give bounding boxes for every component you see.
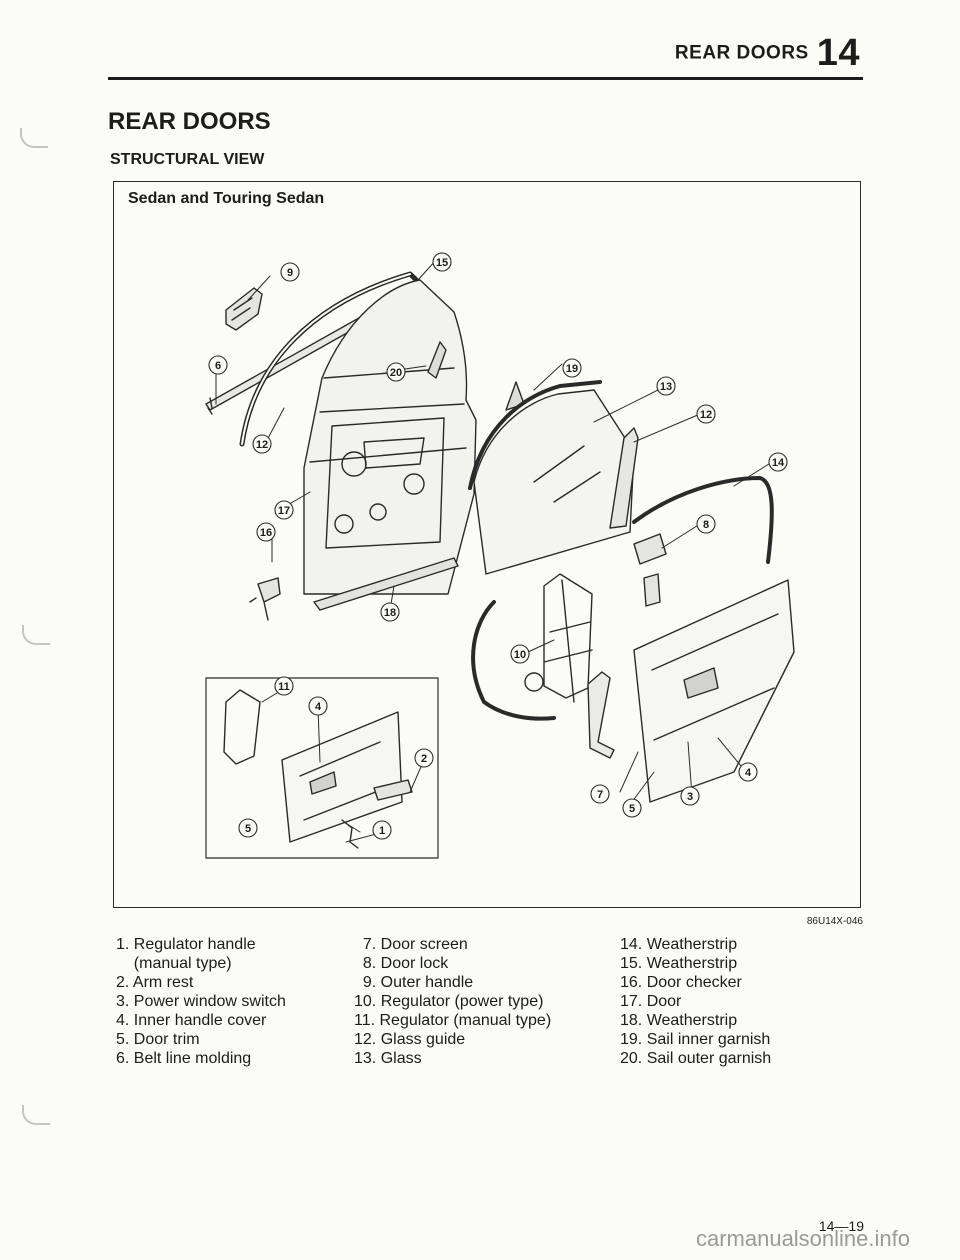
door-checker-drawing <box>249 577 281 621</box>
callout-label: 17 <box>278 505 290 517</box>
figure-caption: Sedan and Touring Sedan <box>128 190 325 207</box>
margin-mark <box>20 128 48 148</box>
callout-label: 4 <box>315 701 322 713</box>
outer-handle-drawing <box>225 287 263 331</box>
glass-drawing <box>468 380 635 575</box>
legend-item: 4. Inner handle cover <box>116 1012 267 1029</box>
figure-frame <box>113 181 861 908</box>
callout-label: 12 <box>256 439 268 451</box>
legend-item: 2. Arm rest <box>116 974 194 991</box>
callout-label: 5 <box>629 803 635 815</box>
weatherstrip-lower-drawing <box>471 600 556 721</box>
leader-lines <box>215 259 773 843</box>
callout-label: 16 <box>260 527 272 539</box>
glass-guide-drawing <box>609 427 639 529</box>
sail-outer-garnish-drawing <box>427 341 447 379</box>
figure-code: 86U14X-046 <box>806 916 863 927</box>
callout-label: 6 <box>215 360 221 372</box>
door-trim-drawing <box>633 579 795 803</box>
callout-label: 7 <box>597 789 603 801</box>
legend-item: (manual type) <box>116 955 232 972</box>
running-header: REAR DOORS 14 <box>675 32 860 75</box>
subsection-title: STRUCTURAL VIEW <box>110 151 265 168</box>
weatherstrip-right-drawing <box>632 476 774 564</box>
legend-item: 5. Door trim <box>116 1031 200 1048</box>
legend-item: 7. Door screen <box>354 936 468 953</box>
legend-item: 18. Weatherstrip <box>620 1012 738 1029</box>
callout-label: 20 <box>390 367 402 379</box>
door-shell-drawing <box>303 279 477 611</box>
legend-column-1: 1. Regulator handle (manual type) 2. Arm… <box>116 935 286 1068</box>
legend-item: 17. Door <box>620 993 682 1010</box>
legend-item: 10. Regulator (power type) <box>354 993 544 1010</box>
watermark[interactable]: carmanualsonline.info <box>695 1226 910 1251</box>
legend-item: 1. Regulator handle <box>116 936 256 953</box>
callout-label: 5 <box>245 823 251 835</box>
legend-item: 19. Sail inner garnish <box>620 1031 771 1048</box>
callout-label: 18 <box>384 607 396 619</box>
margin-mark <box>22 625 50 645</box>
legend-item: 16. Door checker <box>620 974 742 991</box>
callout-label: 11 <box>278 681 290 693</box>
callout-label: 14 <box>772 457 785 469</box>
callout-label: 13 <box>660 381 672 393</box>
legend-item: 14. Weatherstrip <box>620 936 738 953</box>
legend-item: 15. Weatherstrip <box>620 955 738 972</box>
inset-contents <box>223 689 413 849</box>
legend-item: 8. Door lock <box>354 955 449 972</box>
legend-item: 12. Glass guide <box>354 1031 466 1048</box>
callout-label: 10 <box>514 649 526 661</box>
legend-item: 13. Glass <box>354 1050 422 1067</box>
callout-label: 2 <box>421 753 427 765</box>
callout-circles <box>208 252 788 840</box>
margin-mark <box>22 1105 50 1125</box>
door-screen-drawing <box>587 671 615 759</box>
regulator-power-drawing <box>524 573 593 703</box>
callout-label: 4 <box>745 767 752 779</box>
legend-item: 20. Sail outer garnish <box>620 1050 772 1067</box>
legend-column-2: 7. Door screen 8. Door lock 9. Outer han… <box>354 935 551 1068</box>
section-title: REAR DOORS <box>108 108 271 135</box>
inset-box <box>205 677 439 859</box>
legend-item: 6. Belt line molding <box>116 1050 252 1067</box>
callout-labels: 9 6 12 17 16 20 15 19 13 12 14 8 10 18 1… <box>215 257 785 837</box>
callout-label: 15 <box>436 257 448 269</box>
legend-item: 9. Outer handle <box>354 974 474 991</box>
page-number: 14—19 <box>818 1218 864 1234</box>
legend-item: 11. Regulator (manual type) <box>354 1012 552 1029</box>
callout-label: 12 <box>700 409 712 421</box>
header-rule <box>108 77 863 80</box>
door-lock-drawing <box>633 533 667 607</box>
callout-label: 8 <box>703 519 709 531</box>
running-header-title: REAR DOORS <box>674 42 809 64</box>
legend-column-3: 14. Weatherstrip 15. Weatherstrip 16. Do… <box>620 935 771 1068</box>
exploded-door-diagram: 9 6 12 17 16 20 15 19 13 12 14 8 10 18 1… <box>205 252 795 859</box>
callout-label: 19 <box>566 363 578 375</box>
callout-label: 9 <box>287 267 293 279</box>
legend-item: 3. Power window switch <box>116 993 286 1010</box>
chapter-number: 14 <box>816 32 860 74</box>
callout-label: 1 <box>379 825 385 837</box>
callout-label: 3 <box>687 791 693 803</box>
